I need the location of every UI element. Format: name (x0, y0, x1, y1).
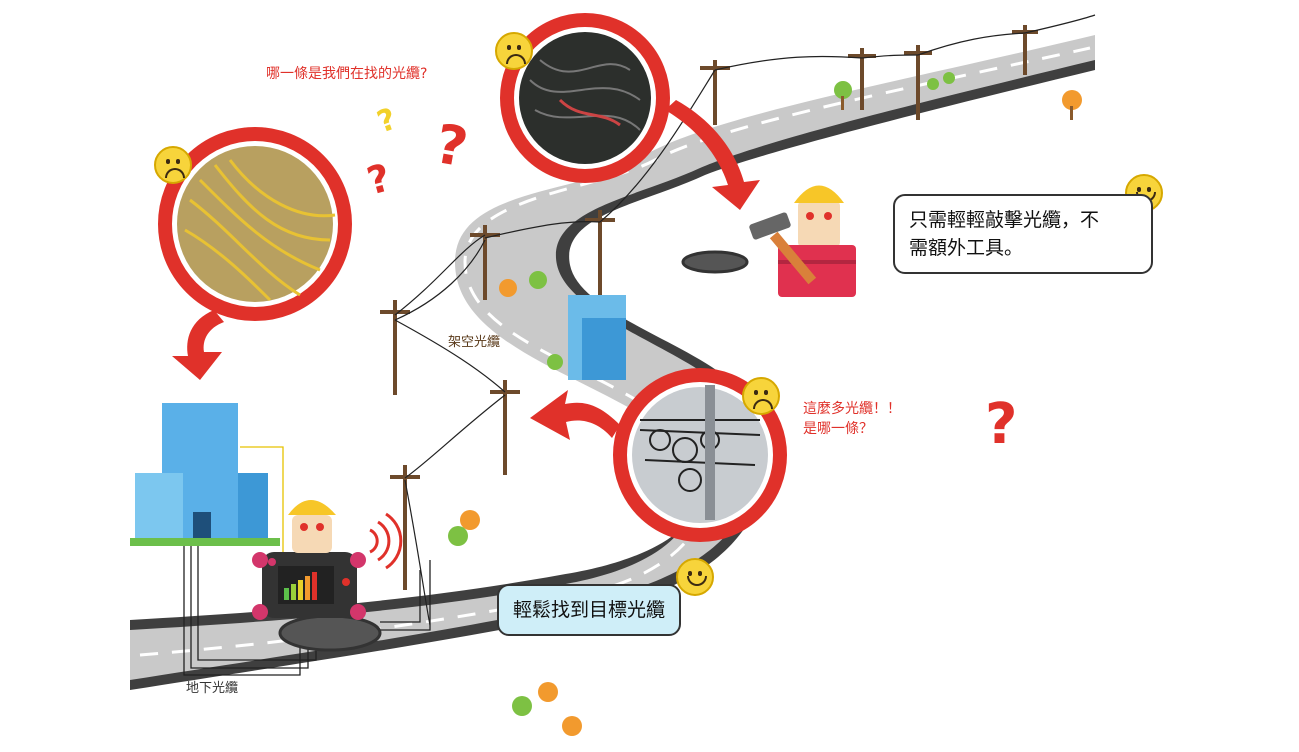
worker-icon (794, 185, 844, 248)
signal-wave-icon (369, 512, 403, 570)
happy-face-icon (676, 558, 714, 596)
fiber-tester-device-icon (252, 552, 366, 620)
underground-cable-label: 地下光纜 (186, 681, 239, 696)
tree-icon (448, 72, 1082, 736)
question-label-many-cables-1: 這麼多光纜！！ (803, 401, 901, 417)
svg-text:?: ? (985, 392, 1017, 457)
find-cable-bubble: 輕鬆找到目標光纜 (497, 584, 682, 636)
svg-text:?: ? (362, 155, 395, 203)
tap-cable-bubble: 只需輕輕敲擊光纜，不 需額外工具。 (893, 194, 1153, 274)
question-label-many-cables-2: 是哪一條？ (803, 421, 873, 437)
aerial-cable-label: 架空光纜 (448, 335, 501, 350)
sad-face-icon (742, 377, 780, 415)
photo-circle-yellow-cables (158, 127, 352, 321)
svg-text:?: ? (373, 101, 401, 140)
tap-cable-text-1: 只需輕輕敲擊光纜，不 (909, 209, 1100, 231)
hammer-icon (749, 212, 817, 285)
question-label-which-cable: 哪一條是我們在找的光纜? (266, 66, 428, 82)
sad-face-icon (154, 146, 192, 184)
building-icon (130, 295, 626, 546)
worker-icon (288, 500, 336, 553)
manhole-icon (681, 250, 749, 274)
aerial-cables (394, 14, 1096, 626)
photo-circle-tangled-cables (500, 13, 670, 183)
tap-cable-text-2: 需額外工具。 (909, 237, 1024, 259)
manhole-icon (278, 614, 382, 652)
underground-cables (183, 446, 431, 676)
svg-text:?: ? (431, 112, 473, 179)
sad-face-icon (495, 32, 533, 70)
photo-circle-overhead-cables (613, 368, 787, 542)
arrow-icon (172, 100, 760, 440)
